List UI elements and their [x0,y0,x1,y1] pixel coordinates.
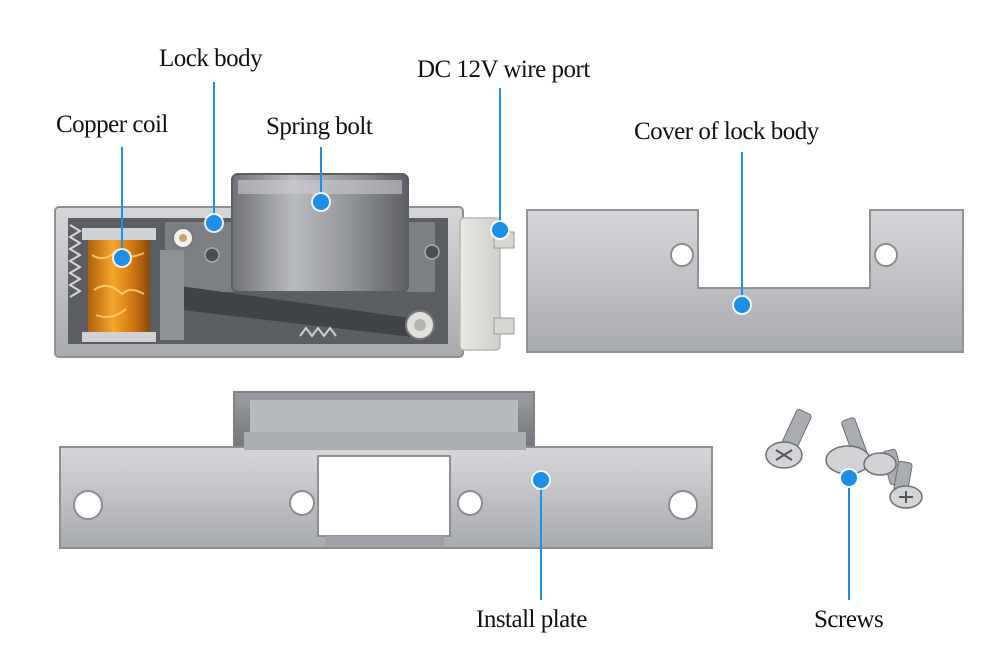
lever [180,286,420,338]
copper-coil-label: Copper coil [56,111,168,138]
spring-bolt-label: Spring bolt [266,113,373,140]
spring-bolt-marker [313,194,329,210]
wire-port-marker [492,222,508,238]
screws-label: Screws [814,606,884,633]
coil-spring [68,224,82,298]
lock-body-label: Lock body [159,45,263,72]
lock-cover [526,209,964,353]
copper-coil-marker [114,250,130,266]
cover-label: Cover of lock body [634,118,819,145]
cover-marker [734,297,750,313]
wire-port-label: DC 12V wire port [417,56,590,83]
spring-bolt-leader [320,147,322,202]
screws-leader [848,478,850,600]
screw-1 [765,409,812,469]
screws-marker [841,470,857,486]
lock-body-marker [206,215,222,231]
wire-port-leader [499,88,501,228]
lock-body-leader [213,82,215,222]
install-plate-label: Install plate [476,606,587,633]
screw-2 [825,417,871,475]
install-plate-marker [533,472,549,488]
install-plate-leader [540,480,542,600]
copper-coil-leader [121,147,123,257]
screws [765,409,923,509]
install-plate [59,391,713,549]
cover-leader [741,152,743,304]
wire-port [459,217,515,351]
screw-4 [889,460,923,509]
